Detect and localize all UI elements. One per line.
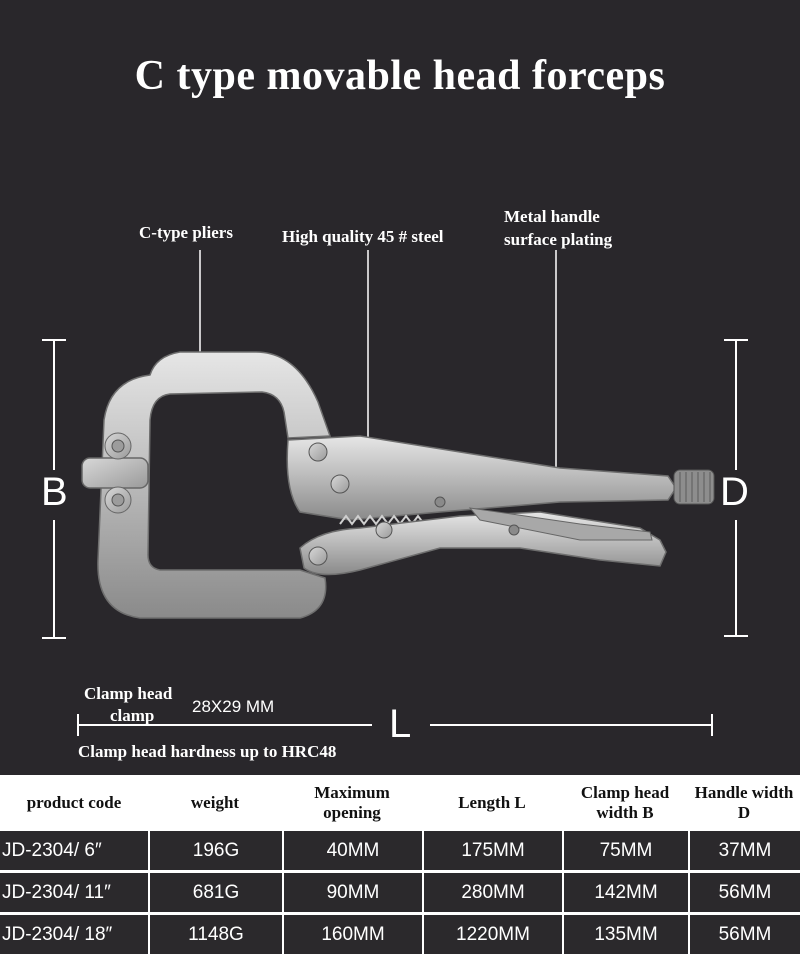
cell-handle-width-d: 37MM	[688, 831, 800, 873]
cell-length-l: 280MM	[422, 873, 562, 915]
knob-knurling	[679, 472, 711, 502]
callout-handle-line2: surface plating	[504, 230, 613, 249]
callout-lines	[199, 250, 557, 478]
clamp-head-size: 28X29 MM	[192, 697, 275, 716]
dimension-b-bracket	[42, 339, 66, 639]
cell-maximum-opening: 40MM	[282, 831, 422, 873]
cell-product-code: JD-2304/ 11″	[0, 873, 148, 915]
header-weight: weight	[148, 775, 282, 831]
callout-c-type-pliers: C-type pliers	[139, 223, 233, 242]
page-title: C type movable head forceps	[134, 53, 666, 99]
product-banner: C type movable head forceps	[41, 53, 749, 761]
cell-handle-width-d: 56MM	[688, 873, 800, 915]
cell-weight: 681G	[148, 873, 282, 915]
cell-clamp-head-width-b: 142MM	[562, 873, 688, 915]
spec-table: product code weight Maximum opening Leng…	[0, 775, 800, 957]
cell-maximum-opening: 90MM	[282, 873, 422, 915]
cell-weight: 196G	[148, 831, 282, 873]
rivet	[111, 439, 125, 453]
cell-product-code: JD-2304/ 18″	[0, 915, 148, 957]
cell-product-code: JD-2304/ 6″	[0, 831, 148, 873]
clamp-head-hardness: Clamp head hardness up to HRC48	[78, 742, 337, 761]
table-header-row: product code weight Maximum opening Leng…	[0, 775, 800, 831]
swivel-pad	[81, 457, 149, 489]
table-row: JD-2304/ 6″ 196G 40MM 175MM 75MM 37MM	[0, 831, 800, 873]
clamp-head-label-line1: Clamp head	[84, 684, 173, 703]
spec-table-container: product code weight Maximum opening Leng…	[0, 775, 800, 957]
header-clamp-head-width-b: Clamp head width B	[562, 775, 688, 831]
header-length-l: Length L	[422, 775, 562, 831]
dimension-l-line	[77, 714, 713, 736]
dimension-d-bracket	[724, 339, 748, 637]
cell-length-l: 175MM	[422, 831, 562, 873]
header-handle-width-d: Handle width D	[688, 775, 800, 831]
table-row: JD-2304/ 11″ 681G 90MM 280MM 142MM 56MM	[0, 873, 800, 915]
rivet	[111, 493, 125, 507]
dimension-b-label: B	[41, 470, 68, 514]
header-product-code: product code	[0, 775, 148, 831]
cell-maximum-opening: 160MM	[282, 915, 422, 957]
clamp-head-label-line2: clamp	[110, 706, 155, 725]
cell-handle-width-d: 56MM	[688, 915, 800, 957]
rivets	[308, 442, 520, 566]
upper-handle	[286, 435, 677, 521]
callout-steel: High quality 45 # steel	[282, 227, 444, 246]
callout-handle-line1: Metal handle	[504, 207, 600, 226]
cell-length-l: 1220MM	[422, 915, 562, 957]
dimension-d-label: D	[720, 470, 749, 514]
cell-clamp-head-width-b: 135MM	[562, 915, 688, 957]
release-lever	[468, 507, 653, 541]
cell-clamp-head-width-b: 75MM	[562, 831, 688, 873]
cell-weight: 1148G	[148, 915, 282, 957]
dimension-l-label: L	[389, 702, 412, 746]
forceps-illustration	[42, 250, 748, 736]
table-row: JD-2304/ 18″ 1148G 160MM 1220MM 135MM 56…	[0, 915, 800, 957]
header-maximum-opening: Maximum opening	[282, 775, 422, 831]
